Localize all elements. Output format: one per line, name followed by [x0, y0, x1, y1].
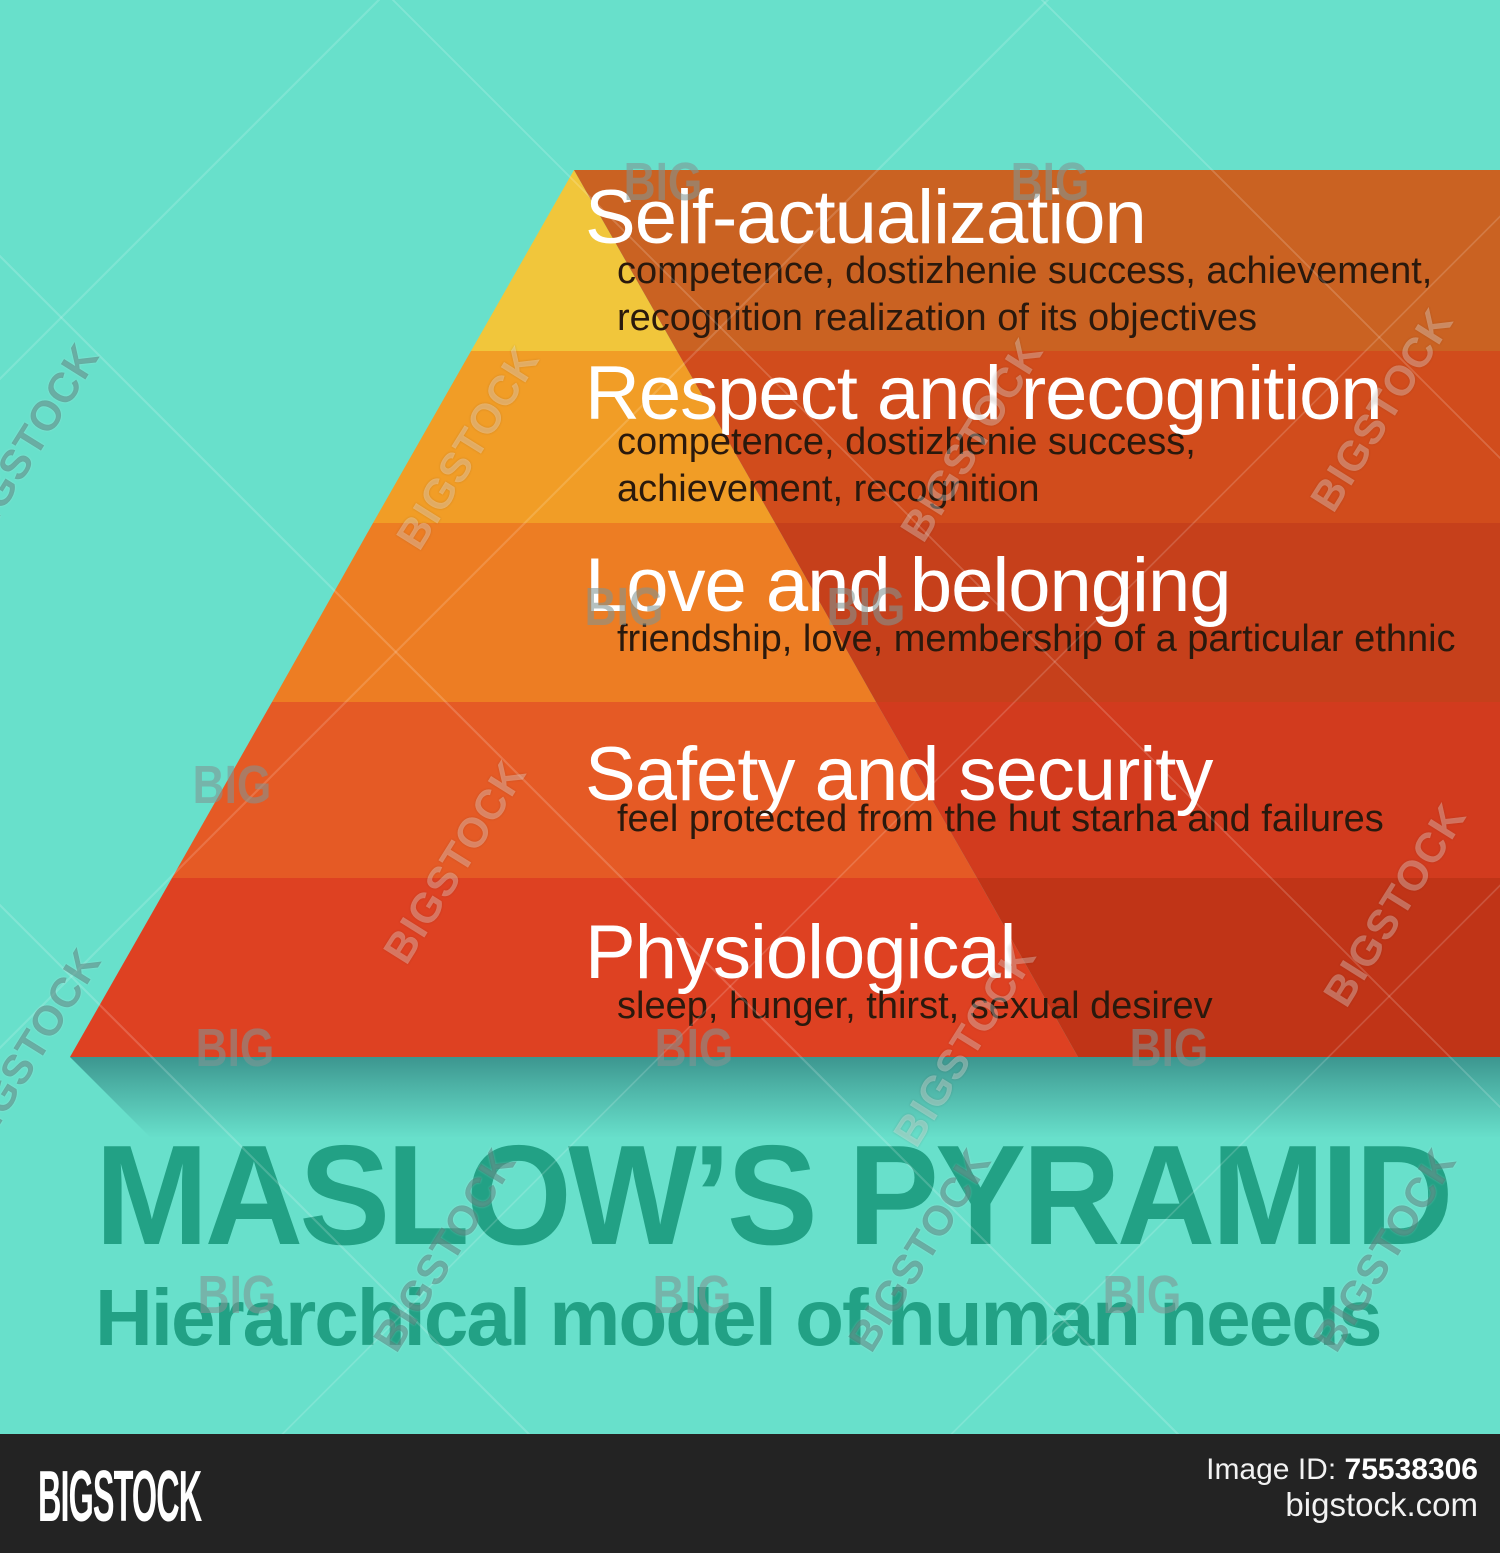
footer-bar: BIGSTOCK Image ID: 75538306 bigstock.com: [0, 1434, 1500, 1553]
level-title-love-and-belonging: Love and belonging: [585, 543, 1231, 628]
image-id-value: 75538306: [1344, 1453, 1478, 1486]
desc-line: feel protected from the hut starha and f…: [617, 798, 1384, 840]
level-desc-physiological: sleep, hunger, thirst, sexual desirev: [617, 983, 1213, 1030]
bigstock-logo: BIGSTOCK: [38, 1457, 202, 1537]
level-title-respect-and-recognition: Respect and recognition: [585, 351, 1383, 436]
level-desc-self-actualization: competence, dostizhenie success, achieve…: [617, 248, 1432, 342]
watermark-bigstock: BIGSTOCK: [0, 335, 109, 555]
poster-subtitle: Hierarchical model of human needs: [95, 1273, 1382, 1362]
level-title-physiological: Physiological: [585, 910, 1017, 995]
bigstock-site-text: bigstock.com: [1285, 1486, 1478, 1523]
desc-line: achievement, recognition: [617, 468, 1040, 510]
level-desc-respect-and-recognition: competence, dostizhenie success, achieve…: [617, 419, 1196, 513]
image-id-line: Image ID: 75538306: [1206, 1455, 1478, 1485]
desc-line: competence, dostizhenie success,: [617, 421, 1196, 463]
poster-title: MASLOW’S PYRAMID: [95, 1116, 1454, 1275]
level-title-safety-and-security: Safety and security: [585, 732, 1213, 817]
desc-line: friendship, love, membership of a partic…: [617, 618, 1456, 660]
desc-line: sleep, hunger, thirst, sexual desirev: [617, 985, 1213, 1027]
desc-line: recognition realization of its objective…: [617, 297, 1258, 339]
level-title-self-actualization: Self-actualization: [585, 175, 1147, 260]
pyramid-drop-shadow: [70, 1057, 1500, 1137]
level-desc-safety-and-security: feel protected from the hut starha and f…: [617, 796, 1384, 843]
image-id-label: Image ID:: [1206, 1453, 1337, 1486]
desc-line: competence, dostizhenie success, achieve…: [617, 250, 1433, 292]
level-desc-love-and-belonging: friendship, love, membership of a partic…: [617, 616, 1456, 663]
